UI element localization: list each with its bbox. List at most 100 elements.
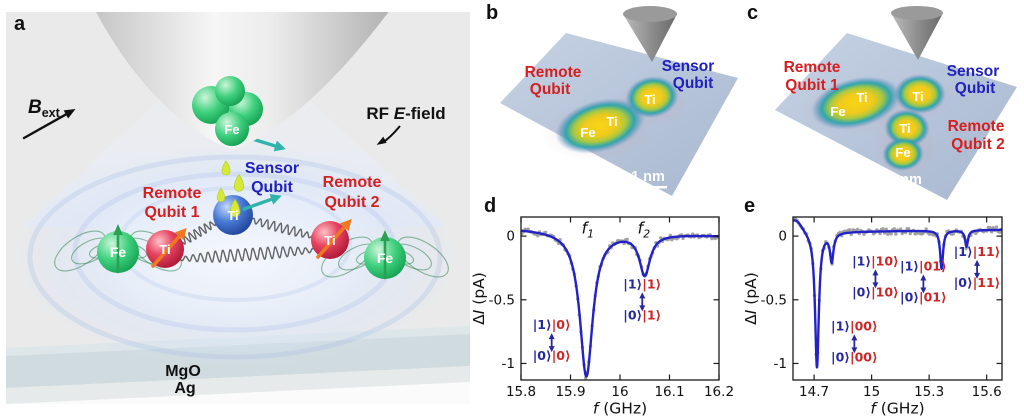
b-ext-sub: ext (42, 106, 61, 120)
x-axis-label: f (GHz) (870, 400, 924, 418)
remote-qubit-blob-fe-ti (555, 98, 645, 154)
panel-letter-a: a (14, 13, 26, 35)
atom-ti-label: Ti (856, 90, 867, 105)
y-tick-label: -0.5 (761, 292, 787, 308)
rf-e: E (394, 104, 406, 123)
remote-qubit-1-blob-fe-ti (810, 76, 902, 130)
remote-qubit-label-line1: Remote (525, 64, 582, 81)
ket-state-label: |1⟩|10⟩ (852, 253, 899, 268)
ket-state-label: |0⟩|11⟩ (954, 275, 1001, 290)
b-ext-main: B (28, 97, 42, 118)
left-fe-spin-arrow-head (113, 224, 123, 235)
y-axis-label: ΔI (pA) (742, 272, 760, 325)
tip-fe-atom (215, 112, 249, 146)
b-ext-arrow-head (63, 109, 76, 119)
x-tick-label: 15.9 (555, 384, 585, 400)
y-tick-label: 0 (778, 229, 787, 245)
sensor-ti-label: Ti (227, 208, 238, 223)
scalebar (888, 189, 925, 192)
remote-qubit-2-blob-ti (884, 108, 930, 148)
left-ti-spin-arrow (151, 234, 182, 268)
panel-b-topography: Remote Qubit Sensor Qubit Fe Ti Ti 1 nm (500, 6, 738, 196)
sensor-qubit-blob-ti (894, 74, 946, 114)
atom-sensor-ti-label: Ti (912, 89, 923, 104)
remote-qubit-2-label-line1: Remote (948, 118, 1005, 135)
panel-letter-b: b (486, 2, 499, 24)
x-tick-label: 15.8 (506, 384, 536, 400)
rf-e-field-label: RF E-field (366, 104, 445, 123)
coupling-spring (247, 217, 316, 239)
remote-qubit-2-label-line2: Qubit 2 (951, 136, 1004, 153)
right-ti-spin-arrow (316, 225, 347, 259)
left-fe-label: Fe (110, 244, 127, 260)
sensor-qubit-label-line1: Sensor (947, 63, 1000, 80)
spin-arrows (22, 109, 390, 280)
sensor-qubit-label-line2: Qubit (673, 75, 713, 92)
peak-frequency-label: f1 (582, 219, 595, 241)
sensor-qubit-label-line2: Qubit (251, 179, 293, 196)
sensor-qubit-blob-ti (625, 75, 679, 119)
ket-state-label: |0⟩|10⟩ (852, 284, 899, 299)
tip-fe-label: Fe (224, 122, 239, 137)
coupling-spring (179, 246, 316, 263)
ket-state-label: |1⟩|0⟩ (533, 317, 571, 332)
coupling-spring (176, 219, 219, 247)
remote-qubit-label-line2: Qubit (530, 81, 570, 98)
sensor-ti-spin-arrow (242, 197, 274, 211)
ket-state-label: |1⟩|11⟩ (954, 244, 1001, 259)
y-axis-label: ΔI (pA) (470, 272, 488, 325)
tip-cluster-atom (215, 76, 245, 106)
y-tick-label: -0.5 (489, 292, 515, 308)
x-tick-label: 16 (611, 384, 628, 400)
substrate-ag-layer (6, 366, 470, 404)
remote-qubit-1-label-line1: Remote (143, 185, 202, 202)
dipole-field-line (397, 236, 449, 278)
tunneling-droplets (216, 160, 245, 217)
atom-r2-fe-label: Fe (895, 145, 910, 160)
atom-fe-label: Fe (580, 125, 595, 140)
x-tick-label: 15 (863, 384, 880, 400)
substrate-below (6, 382, 470, 404)
remote-qubit-2-label-line1: Remote (323, 174, 382, 191)
right-ti-label: Ti (324, 233, 335, 248)
y-tick-label: -1 (502, 356, 515, 372)
ket-state-label: |0⟩|00⟩ (831, 349, 878, 364)
remote-qubit-2-blob-fe (882, 136, 924, 172)
axes-frame (792, 216, 1003, 381)
stm-tip-cone-top (623, 6, 677, 22)
right-fe-spin-arrow-head (380, 230, 390, 241)
x-tick-label: 15.3 (914, 384, 944, 400)
left-ti-spin-arrow-head (175, 228, 187, 241)
stm-tip (96, 12, 389, 150)
fit-curve (521, 229, 719, 378)
b-ext-label: Bext (28, 97, 61, 120)
coupling-springs (176, 217, 316, 263)
remote-qubit-1-label-line2: Qubit 1 (785, 77, 839, 94)
panel-letter-c: c (747, 2, 759, 24)
rf-pre: RF (366, 104, 393, 123)
ket-state-label: |0⟩|0⟩ (533, 348, 571, 363)
x-tick-label: 15.6 (972, 384, 1002, 400)
left-ti-label: Ti (159, 242, 170, 257)
x-tick-label: 16.2 (704, 384, 734, 400)
panel-letter-e: e (744, 195, 756, 217)
ket-state-label: |0⟩|1⟩ (623, 307, 661, 322)
sensor-qubit-label-line1: Sensor (245, 160, 299, 177)
scalebar-label: 1 nm (631, 169, 665, 185)
scalebar (630, 186, 667, 189)
rf-post: -field (405, 104, 446, 123)
panel-letter-d: d (484, 195, 497, 217)
b-ext-arrow (22, 113, 68, 140)
ket-state-label: |0⟩|01⟩ (900, 289, 947, 304)
tip-fe-spin-arrow-head (273, 140, 286, 152)
y-tick-label: -1 (774, 356, 787, 372)
right-fe-label: Fe (377, 250, 394, 266)
stm-tip-cone (623, 14, 677, 62)
field-ring (27, 154, 443, 360)
rf-field-dome (11, 145, 459, 369)
ket-state-label: |1⟩|01⟩ (900, 258, 947, 273)
stm-tip-cone (891, 13, 943, 60)
panel-a-illustration: Fe Fe Fe Ti Ti Ti Remote Qubit 1 Sensor … (6, 12, 470, 404)
